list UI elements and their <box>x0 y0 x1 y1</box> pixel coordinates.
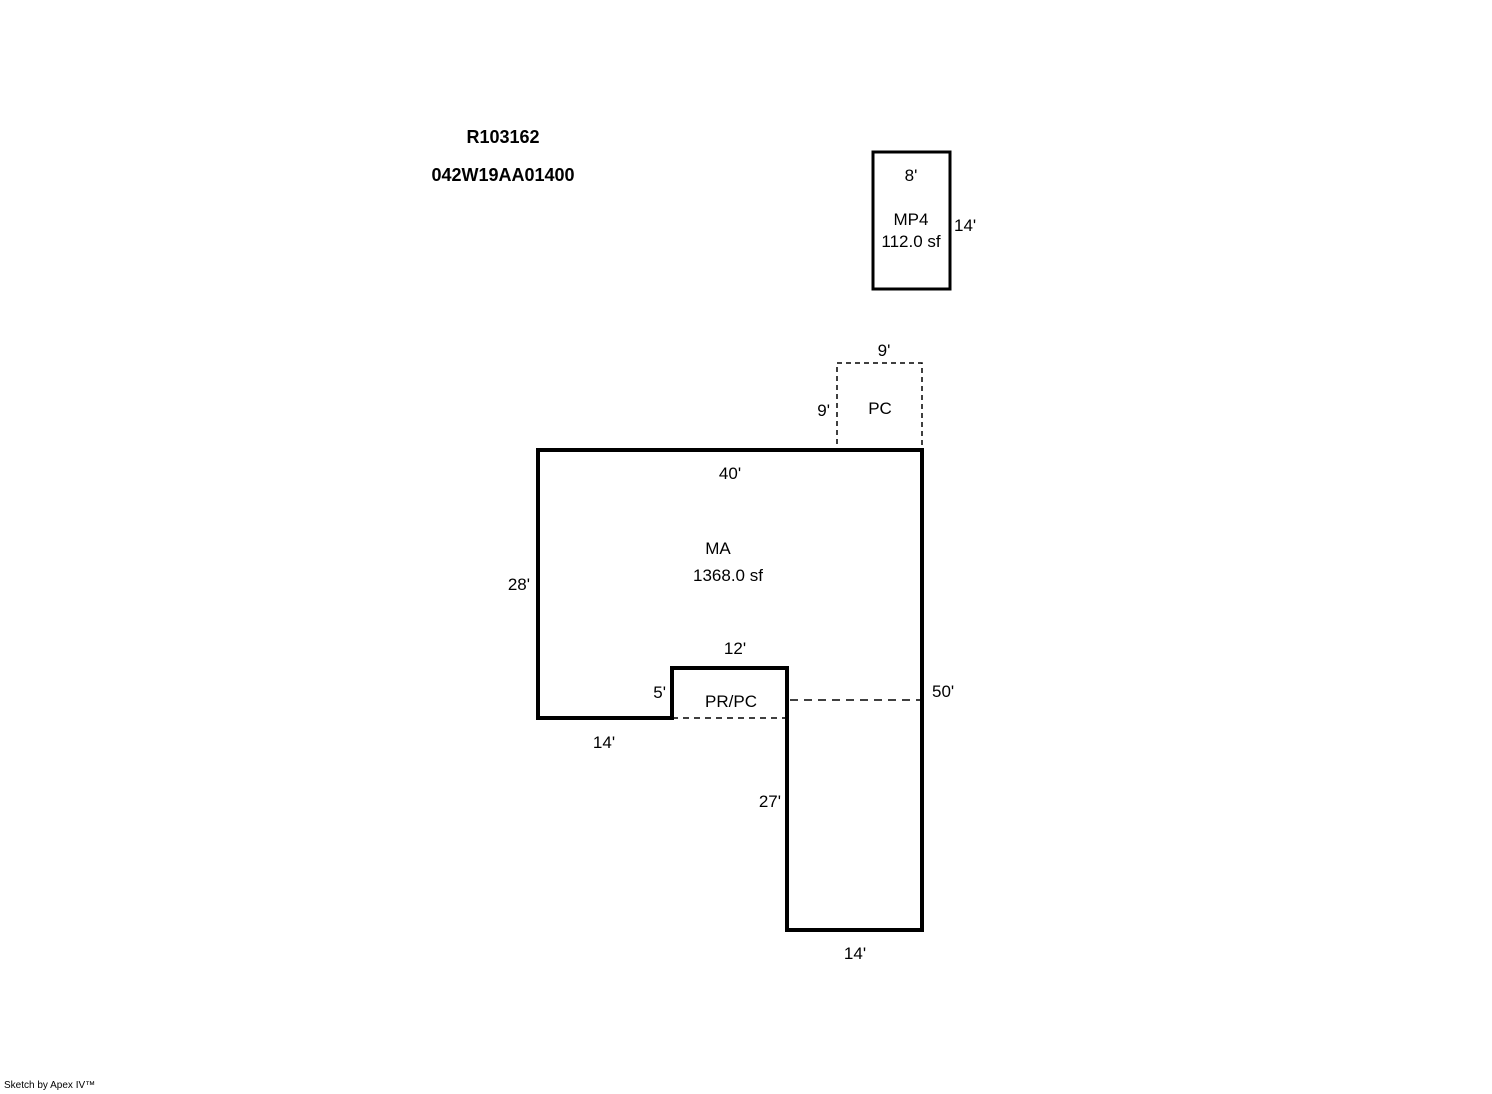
prpc-code-label: PR/PC <box>705 692 757 711</box>
ma-code-label: MA <box>705 539 731 558</box>
mp4-outline <box>871 150 952 291</box>
sketch-credit-label: Sketch by Apex IV™ <box>4 1080 95 1091</box>
prpc-top-dimension: 12' <box>724 639 746 658</box>
pc-top-dimension: 9' <box>878 341 891 360</box>
ma-top-dimension: 40' <box>719 464 741 483</box>
ma-right-dimension: 50' <box>932 682 954 701</box>
mp4-right-dimension: 14' <box>954 216 976 235</box>
ma-outline <box>536 448 924 932</box>
mp4-code-label: MP4 <box>894 210 929 229</box>
ma-bottom-dimension: 14' <box>844 944 866 963</box>
ma-inner-vertical-dimension: 27' <box>759 792 781 811</box>
pc-outline <box>836 362 923 450</box>
mp4-top-dimension: 8' <box>905 166 918 185</box>
ma-left-dimension: 28' <box>508 575 530 594</box>
mp4-area-label: 112.0 sf <box>881 232 941 251</box>
pc-code-label: PC <box>868 399 892 418</box>
prpc-left-dimension: 5' <box>653 683 666 702</box>
map-taxlot-label: 042W19AA01400 <box>431 165 574 185</box>
pc-left-dimension: 9' <box>817 401 830 420</box>
ma-area-label: 1368.0 sf <box>693 566 763 585</box>
parcel-id-label: R103162 <box>466 127 539 147</box>
ma-bottom-left-dimension: 14' <box>593 733 615 752</box>
